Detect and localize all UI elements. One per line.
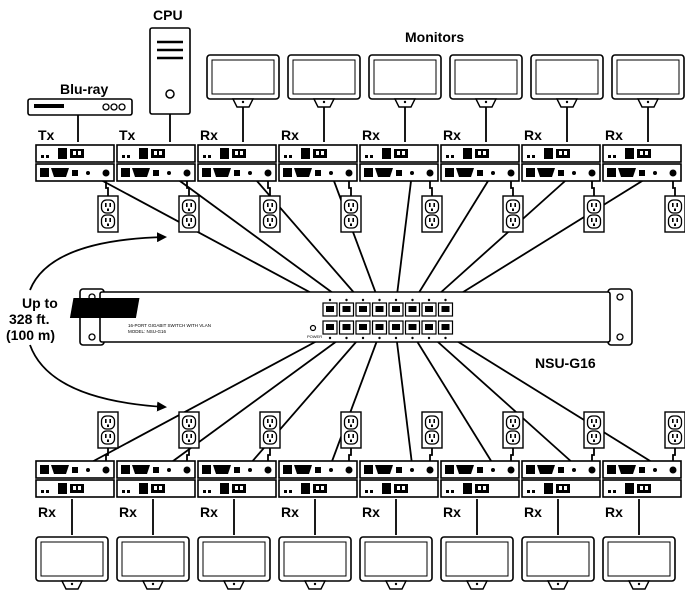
unit-label: Rx bbox=[38, 504, 56, 520]
extender-unit-icon bbox=[602, 144, 682, 182]
extender-unit-icon bbox=[440, 460, 520, 498]
wall-outlet-icon bbox=[259, 195, 281, 233]
extender-unit-icon bbox=[116, 460, 196, 498]
unit-label: Rx bbox=[281, 504, 299, 520]
bottom-extender-row: Rx Rx Rx Rx Rx Rx Rx Rx bbox=[35, 460, 682, 520]
extender-unit-icon bbox=[197, 144, 277, 182]
wall-outlet-icon bbox=[97, 195, 119, 233]
wall-outlet-icon bbox=[502, 195, 524, 233]
network-switch-icon: TRIPP·LITE 16-PORT GIGABIT SWITCH WITH V… bbox=[69, 288, 633, 346]
unit-label: Rx bbox=[524, 504, 542, 520]
unit-label: Rx bbox=[362, 127, 380, 143]
wall-outlet-icon bbox=[178, 195, 200, 233]
distance-label-2: 328 ft. bbox=[9, 311, 49, 327]
wall-outlet-icon bbox=[664, 411, 685, 449]
monitor-icon bbox=[287, 54, 361, 108]
unit-label: Rx bbox=[605, 127, 623, 143]
bottom-cables bbox=[87, 333, 656, 465]
top-extender-row: Tx Tx Rx Rx Rx Rx Rx Rx bbox=[35, 127, 682, 182]
wall-outlet-icon bbox=[421, 195, 443, 233]
monitor-icon bbox=[530, 54, 604, 108]
unit-label: Rx bbox=[362, 504, 380, 520]
monitor-icon bbox=[440, 536, 514, 590]
monitor-icon bbox=[611, 54, 685, 108]
wall-outlet-icon bbox=[340, 195, 362, 233]
wall-outlet-icon bbox=[664, 195, 685, 233]
switch-port-block bbox=[322, 298, 454, 340]
unit-label: Rx bbox=[605, 504, 623, 520]
extender-unit-icon bbox=[602, 460, 682, 498]
power-led-icon bbox=[309, 324, 317, 332]
top-outlet-row bbox=[97, 195, 685, 233]
monitor-icon bbox=[521, 536, 595, 590]
extender-unit-icon bbox=[359, 460, 439, 498]
switch-caption-1: 16-PORT GIGABIT SWITCH WITH VLAN bbox=[128, 323, 211, 328]
monitor-icon bbox=[197, 536, 271, 590]
unit-label: Rx bbox=[281, 127, 299, 143]
extender-unit-icon bbox=[197, 460, 277, 498]
extender-unit-icon bbox=[521, 144, 601, 182]
unit-label: Tx bbox=[38, 127, 55, 143]
monitor-icon bbox=[449, 54, 523, 108]
extender-unit-icon bbox=[35, 144, 115, 182]
wall-outlet-icon bbox=[259, 411, 281, 449]
top-monitor-row bbox=[206, 54, 685, 142]
distance-arrow-down bbox=[29, 344, 167, 412]
extender-unit-icon bbox=[521, 460, 601, 498]
top-cables bbox=[87, 172, 656, 304]
model-label: NSU-G16 bbox=[535, 355, 596, 371]
unit-label: Rx bbox=[200, 504, 218, 520]
extender-unit-icon bbox=[35, 460, 115, 498]
extender-unit-icon bbox=[359, 144, 439, 182]
wall-outlet-icon bbox=[421, 411, 443, 449]
unit-label: Rx bbox=[443, 504, 461, 520]
distance-arrow-up bbox=[29, 232, 167, 291]
cpu-label: CPU bbox=[153, 7, 183, 23]
distance-label-1: Up to bbox=[22, 295, 58, 311]
cpu-tower-icon bbox=[149, 27, 191, 142]
bluray-player-icon bbox=[27, 98, 133, 142]
unit-label: Tx bbox=[119, 127, 136, 143]
monitor-icon bbox=[278, 536, 352, 590]
monitor-icon bbox=[359, 536, 433, 590]
switch-caption-2: MODEL: NSU-G16 bbox=[128, 329, 167, 334]
bottom-monitor-row bbox=[35, 499, 676, 590]
wall-outlet-icon bbox=[178, 411, 200, 449]
monitor-icon bbox=[116, 536, 190, 590]
monitor-icon bbox=[602, 536, 676, 590]
unit-label: Rx bbox=[524, 127, 542, 143]
unit-label: Rx bbox=[443, 127, 461, 143]
unit-label: Rx bbox=[200, 127, 218, 143]
wall-outlet-icon bbox=[502, 411, 524, 449]
unit-label: Rx bbox=[119, 504, 137, 520]
bluray-label: Blu-ray bbox=[60, 81, 108, 97]
monitor-icon bbox=[35, 536, 109, 590]
wall-outlet-icon bbox=[583, 195, 605, 233]
extender-unit-icon bbox=[440, 144, 520, 182]
power-label: POWER bbox=[307, 334, 322, 339]
monitor-icon bbox=[206, 54, 280, 108]
distance-label-3: (100 m) bbox=[6, 327, 55, 343]
extender-unit-icon bbox=[278, 144, 358, 182]
wall-outlet-icon bbox=[340, 411, 362, 449]
wall-outlet-icon bbox=[583, 411, 605, 449]
monitors-label: Monitors bbox=[405, 29, 464, 45]
extender-unit-icon bbox=[116, 144, 196, 182]
extender-unit-icon bbox=[278, 460, 358, 498]
bottom-outlet-row bbox=[97, 411, 685, 449]
monitor-icon bbox=[368, 54, 442, 108]
switch-brand-label: TRIPP·LITE bbox=[177, 301, 248, 316]
wall-outlet-icon bbox=[97, 411, 119, 449]
